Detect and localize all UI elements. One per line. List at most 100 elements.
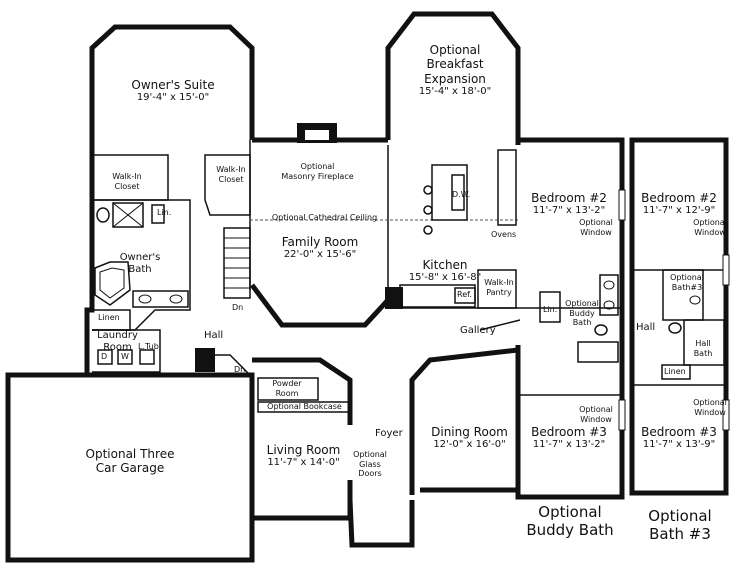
owner-vanity [132, 290, 189, 308]
island-sink [451, 174, 465, 211]
sink-2 [169, 294, 183, 304]
buddy-tub [577, 341, 619, 363]
living-room-name: Living Room [266, 443, 341, 457]
family-room-name: Family Room [281, 235, 359, 249]
shower [112, 202, 144, 228]
stool-3 [423, 225, 433, 235]
washer [117, 349, 133, 365]
family-room-south [250, 283, 390, 328]
caption-bath3-line2: Bath #3 [649, 525, 711, 543]
bed2-buddy-win1: Optional [579, 218, 613, 227]
optional-bath3-walls [662, 269, 704, 321]
kitchen-dims: 15'-8" x 16'-8" [408, 272, 482, 284]
buddy-sink-2 [603, 300, 615, 310]
bath3-opt-line1: Optional [670, 273, 704, 282]
hall-bath-line2: Bath [693, 348, 713, 358]
bath3-toilet [668, 322, 682, 334]
bath3-linen-box [661, 364, 691, 380]
caption-buddy-line1: Optional [538, 503, 602, 521]
dining-room-dims: 12'-0" x 16'-0" [433, 439, 506, 451]
bed2-b3-name: Bedroom #2 [641, 191, 717, 205]
caption-buddy-line2: Buddy Bath [526, 521, 614, 539]
bookcase-label: Optional Bookcase [267, 402, 342, 411]
bath3-wing-walls [629, 137, 729, 496]
laundry-label: Laundry Room [95, 330, 140, 354]
ref-label: Ref. [457, 290, 472, 299]
family-room-dims: 22'-0" x 15'-6" [283, 249, 357, 261]
bed2-b3-label: Bedroom #2 11'-7" x 12'-9" [636, 191, 722, 217]
cathedral-label: Optional Cathedral Ceiling [271, 213, 378, 222]
bed2-buddy-window-label: Optional Window [576, 218, 616, 237]
garden-tub-inner [99, 267, 125, 299]
foyer-label: Foyer [375, 428, 403, 439]
living-room-label: Living Room 11'-7" x 14'-0" [256, 443, 351, 469]
garage-walls [5, 372, 255, 563]
walkin-left-line2: Closet [114, 181, 140, 191]
buddy-linen-box [539, 291, 561, 323]
refrigerator [454, 287, 476, 304]
gallery-wall [479, 319, 521, 331]
owners-bath-label: Owner's Bath [110, 252, 170, 276]
laundry-walls [92, 329, 161, 373]
bath3-opt-line2: Bath#3 [671, 282, 703, 292]
fireplace-line2: Masonry Fireplace [281, 171, 354, 181]
buddy-toilet [594, 324, 608, 336]
breakfast-line1: Optional [429, 43, 481, 57]
entry-porch [347, 499, 415, 548]
bed3-buddy-label: Bedroom #3 11'-7" x 13'-2" [526, 425, 612, 451]
living-room-walls [249, 375, 353, 521]
walkin-pantry-line2: Pantry [486, 287, 512, 297]
garage-line2: Car Garage [95, 461, 165, 476]
laundry-line2: Room [103, 342, 132, 353]
hall-right-label: Hall [636, 322, 656, 333]
powder-label: Powder Room [262, 379, 312, 398]
garage-label: Optional Three Car Garage [60, 447, 200, 476]
bed3-buddy-name: Bedroom #3 [531, 425, 607, 439]
walkin-pantry-line1: Walk-In [484, 278, 514, 287]
buddy-sink-1 [603, 280, 615, 290]
caption-bath3: Optional Bath #3 [630, 507, 730, 543]
breakfast-dims: 15'-4" x 18'-0" [418, 86, 492, 98]
bed3-buddy-dims: 11'-7" x 13'-2" [532, 439, 606, 451]
garden-tub [94, 261, 131, 306]
dining-room-walls [409, 347, 521, 495]
glass-doors-line1: Optional [353, 450, 387, 459]
breakfast-walls [385, 11, 521, 145]
sink-1 [138, 294, 152, 304]
glass-doors-line3: Doors [358, 469, 382, 479]
bed2-b3-dims: 11'-7" x 12'-9" [642, 205, 716, 217]
laundry-w-label: W [121, 352, 129, 361]
bed3-b3-win2: Window [694, 407, 726, 417]
fireplace-firebox [305, 130, 329, 140]
walkin-left-label: Walk-In Closet [96, 172, 158, 191]
linen-label: Linen [98, 313, 120, 322]
kitchen-label: Kitchen 15'-8" x 16'-8" [400, 258, 490, 284]
bed3-b3-window-label: Optional Window [690, 398, 730, 417]
bed2-b3-win1: Optional [693, 218, 727, 227]
laundry-d-label: D [101, 352, 108, 361]
living-room-dims: 11'-7" x 14'-0" [267, 457, 340, 469]
dryer [97, 349, 113, 365]
toilet-owner [96, 207, 110, 223]
buddy-window-1 [618, 189, 626, 221]
shower-x2 [112, 202, 144, 228]
owners-suite-walls [89, 24, 255, 145]
linen-right-label: Linen [664, 367, 686, 376]
powder-room-walls [257, 377, 319, 401]
breakfast-label: Optional Breakfast Expansion 15'-4" x 18… [400, 43, 510, 98]
glass-doors-label: Optional Glass Doors [350, 450, 390, 479]
walkin-right-walls [204, 154, 251, 216]
owners-suite-name: Owner's Suite [131, 78, 215, 92]
lin-buddy-label: Lin. [543, 305, 558, 314]
bed2-b3-window-label: Optional Window [690, 218, 730, 237]
dn-hall-label: Dn [234, 365, 246, 374]
owners-suite-label: Owner's Suite 19'-4" x 15'-0" [108, 78, 238, 104]
bed2-buddy-win2: Window [580, 227, 612, 237]
bath3-opt-label: Optional Bath#3 [667, 273, 707, 292]
walkin-pantry-label: Walk-In Pantry [480, 278, 518, 297]
owners-bath-line1: Owner's [119, 252, 161, 263]
bath3-window-1 [722, 254, 730, 286]
laundry-line1: Laundry [97, 330, 138, 341]
